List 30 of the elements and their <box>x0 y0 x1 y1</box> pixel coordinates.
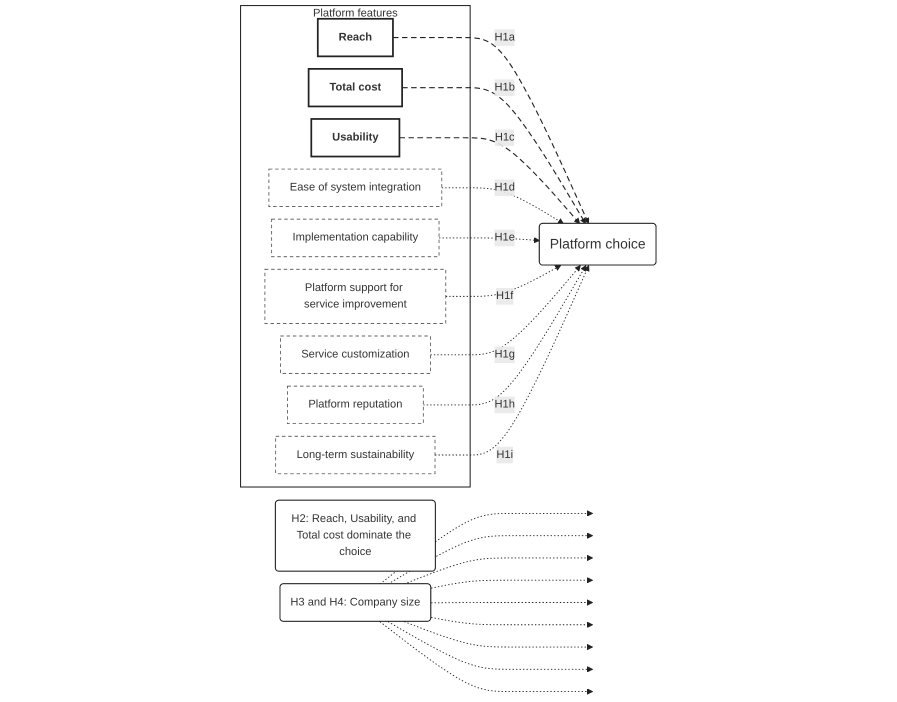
arrow <box>388 621 594 672</box>
node-box: Total cost <box>308 68 404 108</box>
edge-label: H1i <box>496 448 514 461</box>
node-box: Service customization <box>280 336 431 374</box>
arrow <box>430 617 594 628</box>
arrow <box>400 137 580 224</box>
edge-label: H1g <box>494 348 516 360</box>
edge-label: H1d <box>494 182 516 194</box>
edge-label: H1b <box>494 81 516 94</box>
arrow <box>446 265 562 297</box>
node-box: Long-term sustainability <box>276 436 436 474</box>
arrow <box>393 37 590 224</box>
arrow <box>380 621 594 695</box>
arrow <box>402 87 586 224</box>
node-box: Platform support for service improvement <box>264 268 446 324</box>
arrow <box>430 577 594 589</box>
edge-label: H1e <box>494 232 516 244</box>
arrow <box>430 599 594 606</box>
arrow <box>388 532 594 585</box>
node-box: Implementation capability <box>272 218 440 258</box>
node-box: Usability <box>310 118 400 158</box>
arrow <box>423 265 586 406</box>
edge-label: H1c <box>495 131 515 144</box>
edge-label: H1a <box>494 31 516 44</box>
node-box: Platform reputation <box>287 386 424 424</box>
node-box: Reach <box>317 18 394 58</box>
arrow <box>404 621 594 650</box>
node-box: Ease of system integration <box>268 168 442 207</box>
edge-label: H1f <box>496 290 514 302</box>
edge-label: H1h <box>494 398 516 410</box>
